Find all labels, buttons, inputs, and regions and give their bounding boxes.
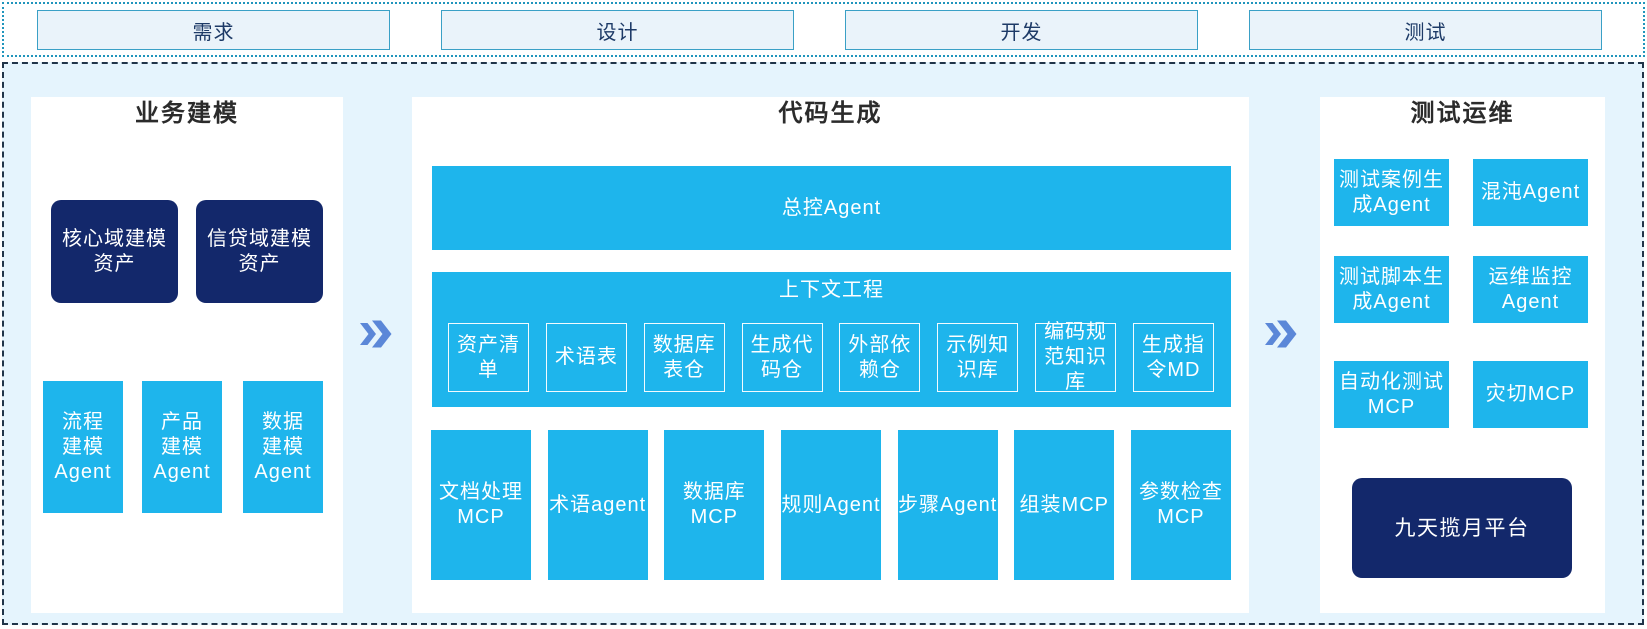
box-assembly-mcp: 组装MCP <box>1014 430 1115 580</box>
phase-box-requirements: 需求 <box>37 10 390 50</box>
box-test-case-generation-agent: 测试案例生 成Agent <box>1334 159 1449 226</box>
box-database-mcp: 数据库 MCP <box>664 430 765 580</box>
box-process-modeling-agent: 流程 建模 Agent <box>43 381 123 513</box>
panel-code-generation: 代码生成 总控Agent 上下文工程 资产清 单 术语表 数据库 表仓 生成代 … <box>412 97 1249 613</box>
box-database-table-repo: 数据库 表仓 <box>643 323 725 392</box>
chevron-right-icon <box>1265 320 1297 348</box>
chevron-right-icon <box>360 320 392 348</box>
panel-business-modeling: 业务建模 核心域建模 资产 信贷域建模 资产 流程 建模 Agent 产品 建模… <box>31 97 343 613</box>
context-engineering-title: 上下文工程 <box>779 279 884 301</box>
phase-label: 测试 <box>1404 21 1447 44</box>
box-parameter-check-mcp: 参数检查 MCP <box>1130 430 1231 580</box>
box-jiutian-lanyue-platform: 九天揽月平台 <box>1352 478 1572 578</box>
box-chaos-agent: 混沌Agent <box>1473 159 1588 226</box>
box-automated-testing-mcp: 自动化测试 MCP <box>1334 361 1449 428</box>
box-coding-standard-knowledge-base: 编码规 范知识 库 <box>1035 321 1117 393</box>
box-generated-code-repo: 生成代 码仓 <box>741 323 823 392</box>
phase-label: 开发 <box>1000 21 1043 44</box>
box-disaster-switch-mcp: 灾切MCP <box>1473 361 1588 428</box>
panel-test-ops: 测试运维 测试案例生 成Agent 混沌Agent 测试脚本生 成Agent 运… <box>1320 97 1605 613</box>
phase-label: 设计 <box>596 21 639 44</box>
phase-box-development: 开发 <box>845 10 1198 50</box>
box-master-control-agent: 总控Agent <box>432 166 1231 250</box>
box-asset-inventory: 资产清 单 <box>448 323 529 392</box>
mcp-agent-row: 文档处理 MCP 术语agent 数据库 MCP 规则Agent 步骤Agent… <box>431 430 1231 580</box>
box-external-dependency-repo: 外部依 赖仓 <box>839 323 921 392</box>
box-generation-instruction-md: 生成指 令MD <box>1132 323 1214 392</box>
box-example-knowledge-base: 示例知 识库 <box>937 323 1019 392</box>
box-glossary: 术语表 <box>545 323 627 392</box>
box-data-modeling-agent: 数据 建模 Agent <box>243 381 323 513</box>
phase-box-design: 设计 <box>441 10 794 50</box>
phase-label: 需求 <box>192 21 235 44</box>
box-credit-domain-modeling-assets: 信贷域建模 资产 <box>196 200 323 303</box>
box-product-modeling-agent: 产品 建模 Agent <box>142 381 222 513</box>
box-test-script-generation-agent: 测试脚本生 成Agent <box>1334 256 1449 323</box>
panel-title-business-modeling: 业务建模 <box>135 100 239 127</box>
panel-title-code-generation: 代码生成 <box>778 100 883 127</box>
box-rule-agent: 规则Agent <box>780 430 881 580</box>
phase-strip: 需求 设计 开发 测试 <box>2 2 1645 57</box>
box-step-agent: 步骤Agent <box>897 430 998 580</box>
panel-title-test-ops: 测试运维 <box>1410 100 1515 127</box>
box-context-engineering: 上下文工程 资产清 单 术语表 数据库 表仓 生成代 码仓 外部依 赖仓 示例知… <box>432 272 1231 407</box>
main-area: 业务建模 核心域建模 资产 信贷域建模 资产 流程 建模 Agent 产品 建模… <box>2 62 1644 625</box>
box-document-processing-mcp: 文档处理 MCP <box>431 430 531 580</box>
box-core-domain-modeling-assets: 核心域建模 资产 <box>51 200 178 303</box>
box-ops-monitoring-agent: 运维监控 Agent <box>1473 256 1588 323</box>
phase-box-testing: 测试 <box>1249 10 1602 50</box>
context-engineering-items: 资产清 单 术语表 数据库 表仓 生成代 码仓 外部依 赖仓 示例知 识库 编码… <box>448 321 1214 393</box>
box-glossary-agent: 术语agent <box>547 430 648 580</box>
